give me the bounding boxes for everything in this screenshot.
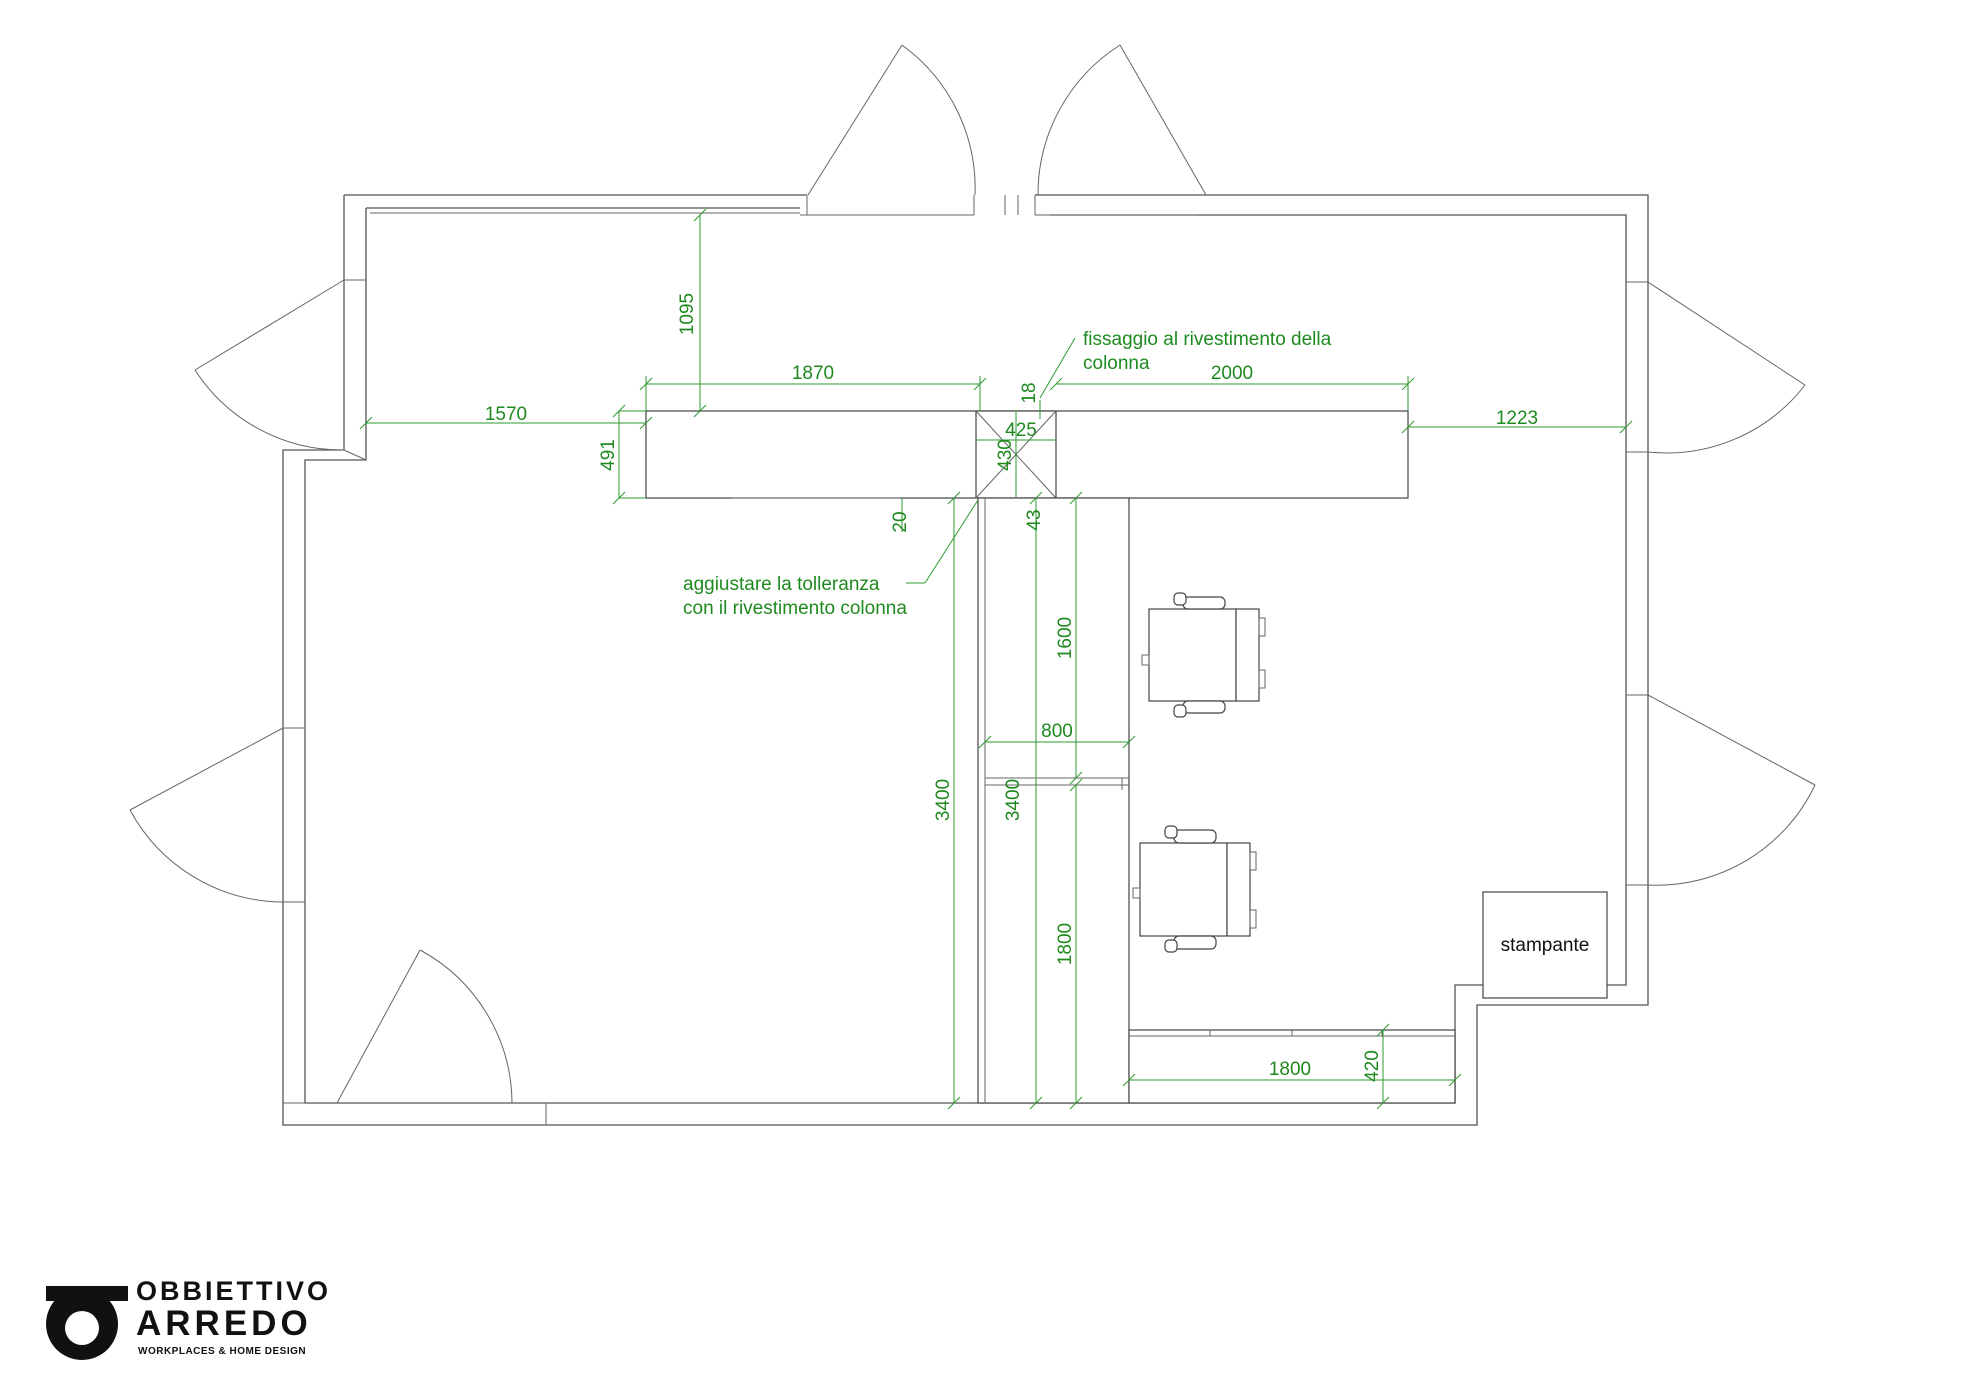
dim-3400-inner: 3400 xyxy=(1003,779,1024,821)
low-cabinet xyxy=(1128,1029,1456,1104)
dimension-lines xyxy=(359,208,1633,1110)
dim-1223: 1223 xyxy=(1496,408,1538,429)
dim-1095: 1095 xyxy=(677,293,698,335)
dim-1600: 1600 xyxy=(1055,617,1076,659)
company-logo: OBBIETTIVO ARREDO WORKPLACES & HOME DESI… xyxy=(44,1278,364,1368)
note-fix-line1: fissaggio al rivestimento della xyxy=(1083,329,1332,350)
furniture xyxy=(645,410,1608,1104)
dim-1870: 1870 xyxy=(792,363,834,384)
note-adjust-line1: aggiustare la tolleranza xyxy=(683,574,880,595)
dim-491: 491 xyxy=(598,439,619,471)
note-fix-line2: colonna xyxy=(1083,353,1150,374)
logo-mark-icon xyxy=(46,1286,128,1360)
dim-18: 18 xyxy=(1019,382,1040,403)
dim-1800-vertical: 1800 xyxy=(1055,923,1076,965)
desk-bench xyxy=(977,497,1130,1104)
note-adjust-line2: con il rivestimento colonna xyxy=(683,598,907,619)
dim-425: 425 xyxy=(1005,420,1037,441)
dim-800: 800 xyxy=(1041,721,1073,742)
walls xyxy=(282,194,1649,1126)
workstation-2 xyxy=(1132,825,1257,953)
logo-tagline: WORKPLACES & HOME DESIGN xyxy=(138,1346,307,1357)
dim-3400-outer: 3400 xyxy=(933,779,954,821)
dim-20: 20 xyxy=(890,511,911,532)
doors xyxy=(129,44,1816,1104)
dim-420: 420 xyxy=(1362,1050,1383,1082)
printer-label: stampante xyxy=(1501,935,1590,956)
logo-line1: OBBIETTIVO xyxy=(136,1276,332,1306)
dim-2000: 2000 xyxy=(1211,363,1253,384)
notes: fissaggio al rivestimento della colonna … xyxy=(683,329,1332,619)
printer xyxy=(1482,891,1608,999)
dim-1570: 1570 xyxy=(485,404,527,425)
workstation-1 xyxy=(1141,592,1266,718)
dim-430: 430 xyxy=(995,439,1016,471)
logo-line2: ARREDO xyxy=(136,1304,312,1343)
dimension-labels: 1095 1870 18 2000 1570 1223 491 425 430 … xyxy=(485,293,1538,1082)
dim-1800-horizontal: 1800 xyxy=(1269,1059,1311,1080)
dim-43: 43 xyxy=(1024,509,1045,530)
